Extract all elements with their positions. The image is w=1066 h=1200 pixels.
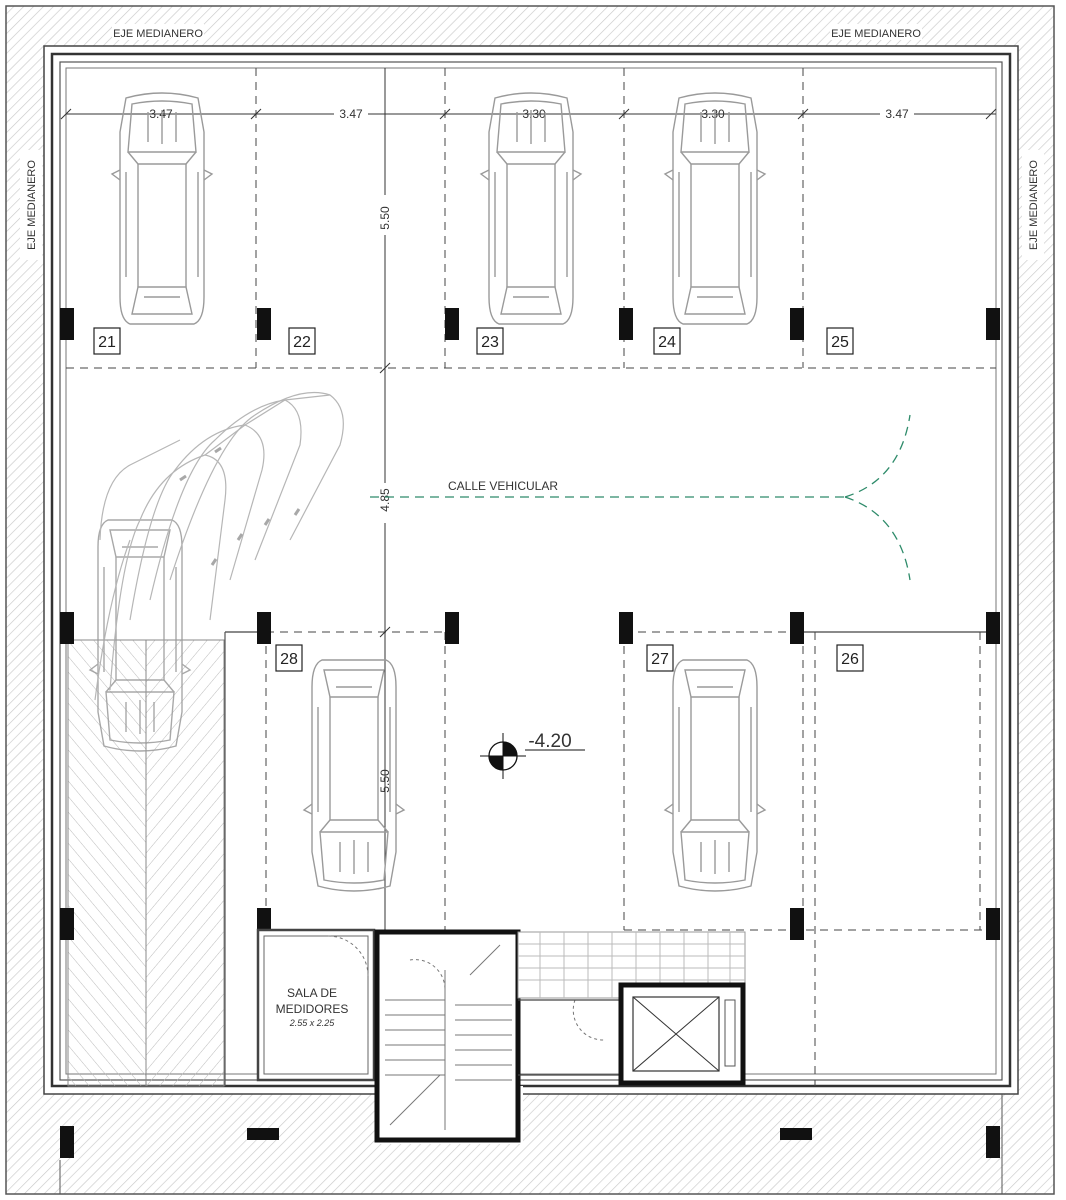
space-number-27: 27 [651,651,669,668]
column [790,612,804,644]
space-number-26: 26 [841,651,859,668]
column [619,308,633,340]
column [790,308,804,340]
meter-room-title-line2: MEDIDORES [276,1002,349,1016]
dim-stall-depth-top: 5.50 [378,206,392,230]
column [257,308,271,340]
column [780,1128,812,1140]
dim-bay-24: 3.30 [701,107,725,121]
turning-car-sweep [89,391,344,752]
space-number-24: 24 [658,334,676,351]
space-number-22: 22 [293,334,311,351]
column [619,612,633,644]
column [60,908,74,940]
dim-driveway-width: 4.85 [378,488,392,512]
meter-room-title-line1: SALA DE [287,986,337,1000]
meter-room-size: 2.55 x 2.25 [289,1018,336,1028]
column [247,1128,279,1140]
retaining-wall-inner [59,61,1003,1081]
party-axis-label-bg [112,24,204,40]
party-axis-right: EJE MEDIANERO [1028,160,1040,250]
traffic-flow-arrow [370,414,911,581]
column [60,308,74,340]
retaining-wall-outer [50,52,1012,1088]
dim-bay-23: 3.30 [522,107,546,121]
column [60,1126,74,1158]
elevator-icon [618,982,746,1086]
level-value: -4.20 [528,731,571,752]
space-number-28: 28 [280,651,298,668]
space-number-23: 23 [481,334,499,351]
bottom-stall-grid [265,631,996,1086]
columns [60,308,1000,1158]
space-number-21: 21 [98,334,116,351]
meter-room [256,928,376,1082]
party-axis-top-right: EJE MEDIANERO [831,28,921,40]
level-marker-icon [480,733,585,779]
column [445,612,459,644]
street-label: CALLE VEHICULAR [448,479,558,493]
column [445,308,459,340]
column [986,612,1000,644]
space-number-boxes [93,327,864,672]
party-axis-top-left: EJE MEDIANERO [113,28,203,40]
top-stall-grid [66,68,996,369]
column [986,1126,1000,1158]
dim-stall-depth-bottom: 5.50 [378,769,392,793]
dim-bay-25: 3.47 [885,107,909,121]
party-axis-left: EJE MEDIANERO [26,160,38,250]
space-number-25: 25 [831,334,849,351]
vehicle-ramp [67,632,226,1087]
column [790,908,804,940]
column [986,308,1000,340]
column [257,612,271,644]
column [60,612,74,644]
stair-core [374,929,521,1143]
dim-bay-21: 3.47 [149,107,173,121]
dim-bay-22: 3.47 [339,107,363,121]
column [986,908,1000,940]
